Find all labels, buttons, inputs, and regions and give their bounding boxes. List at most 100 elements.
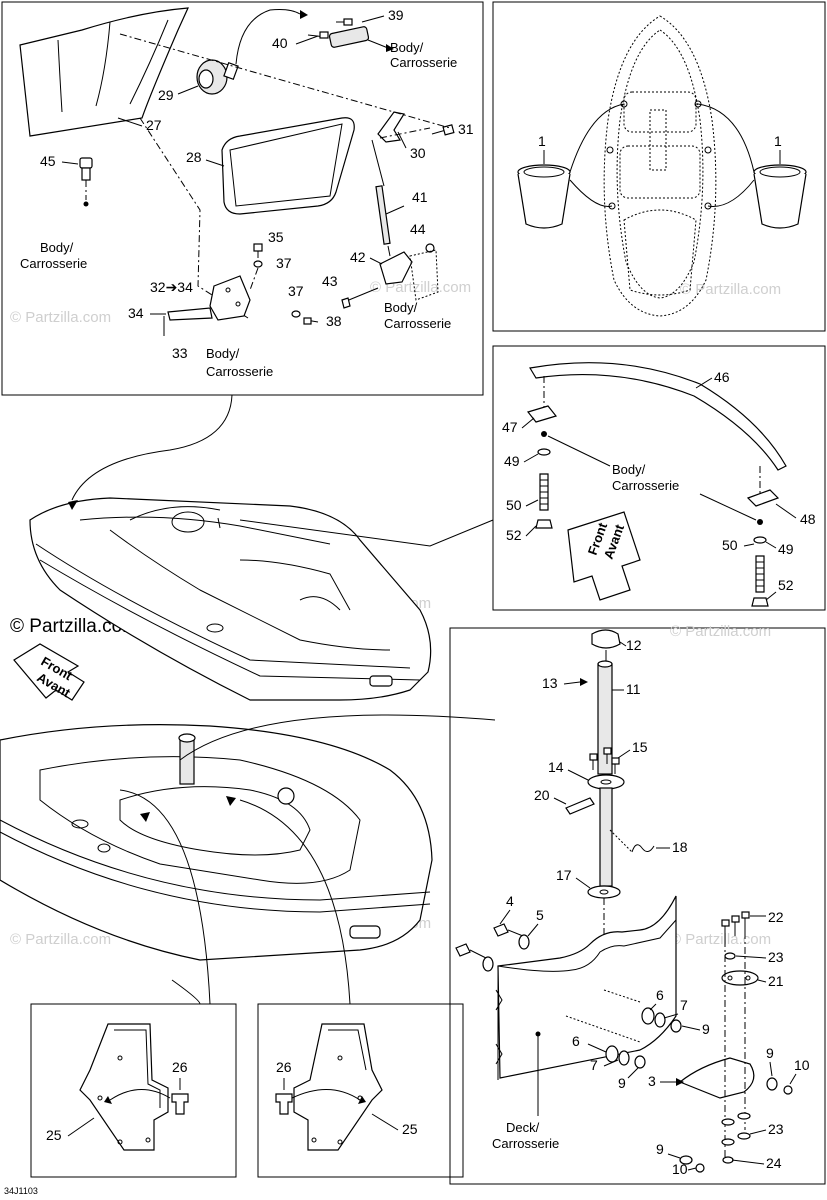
body-label: Body/: [384, 300, 418, 315]
body-label: Body/: [612, 462, 646, 477]
pylon-flange: [587, 774, 625, 790]
front-arrow: [567, 511, 641, 601]
boat-top-view: [603, 15, 717, 317]
callout: 10: [672, 1161, 688, 1177]
drain-housing: [79, 1023, 169, 1151]
callout: 23: [768, 949, 784, 965]
callout: 25: [402, 1121, 418, 1137]
callout: 37: [288, 283, 304, 299]
deck-label: Deck/: [506, 1120, 540, 1135]
callout: 50: [722, 537, 738, 553]
callout: 11: [626, 681, 641, 697]
callout: 14: [548, 759, 564, 775]
body-label: Body/: [390, 40, 424, 55]
pylon-base: [587, 885, 621, 899]
watermark: © Partzilla.com: [670, 931, 771, 948]
panel-ski-pylon: [449, 627, 826, 1185]
body-label: Carrosserie: [384, 316, 451, 331]
rear-deck: [0, 714, 496, 1005]
callout: 24: [766, 1155, 782, 1171]
callout: 31: [458, 121, 474, 137]
screw: [79, 157, 93, 169]
hinge: [209, 275, 251, 321]
drain-plug: [275, 1093, 293, 1115]
callout: 42: [350, 249, 366, 265]
pylon-cap: [591, 629, 621, 649]
callout: 26: [276, 1059, 292, 1075]
body-label: Carrosserie: [206, 364, 273, 379]
callout: 50: [506, 497, 522, 513]
drain-plug-left: 26 25: [46, 1023, 189, 1151]
callout: 6: [572, 1033, 580, 1049]
watermark: © Partzilla.com: [670, 623, 771, 640]
callout: 45: [40, 153, 56, 169]
callout: 12: [626, 637, 642, 653]
drain-housing: [293, 1023, 383, 1151]
watermark-main: © Partzilla.com: [10, 616, 138, 637]
callout: 10: [794, 1057, 810, 1073]
callout: 23: [768, 1121, 784, 1137]
drain-plug: [171, 1093, 189, 1115]
callout: 15: [632, 739, 648, 755]
gasket: [221, 117, 355, 215]
panel-drain-plug-left: [30, 1003, 237, 1178]
deck-label: Carrosserie: [492, 1136, 559, 1151]
latch-plate: [328, 26, 370, 48]
callout: 41: [412, 189, 428, 205]
strut-bracket: [379, 251, 413, 285]
callout: 46: [714, 369, 730, 385]
callout: 1: [538, 133, 546, 149]
deck-section: [497, 895, 677, 1079]
callout: 21: [768, 973, 784, 989]
callout: 25: [46, 1127, 62, 1143]
panel-cup-holders: [492, 1, 826, 332]
pylon-lower-tube: [599, 787, 613, 887]
callout: 33: [172, 345, 188, 361]
callout: 7: [590, 1057, 598, 1073]
callout: 47: [502, 419, 518, 435]
callout: 37: [276, 255, 292, 271]
panel-drain-plug-right: [257, 1003, 464, 1178]
callout: 38: [326, 313, 342, 329]
grab-handle-group: Front Avant 46 47 49 50 52 Body/ Carross…: [502, 362, 816, 607]
callout: 28: [186, 149, 202, 165]
boat-overview: Front Avant: [13, 394, 494, 701]
hinge-bracket: [377, 111, 405, 143]
body-label: Carrosserie: [612, 478, 679, 493]
callout: 17: [556, 867, 572, 883]
callout: 52: [506, 527, 522, 543]
callout: 49: [504, 453, 520, 469]
pylon-tube: [597, 663, 613, 775]
body-label: Body/: [206, 346, 240, 361]
callout: 20: [534, 787, 550, 803]
backing-plate: [721, 970, 759, 986]
grab-handle: [529, 362, 787, 471]
callout: 40: [272, 35, 288, 51]
front-arrow: [13, 643, 85, 701]
callout: 13: [542, 675, 558, 691]
callout: 48: [800, 511, 816, 527]
callout: 18: [672, 839, 688, 855]
callout: 26: [172, 1059, 188, 1075]
callout: 9: [618, 1075, 626, 1091]
storage-lid-group: 27 29 28 39 40 Body/ Carrosserie 31 30 4…: [19, 7, 474, 379]
callout: 43: [322, 273, 338, 289]
panel-storage-lid: [1, 1, 484, 396]
callout: 52: [778, 577, 794, 593]
screw: [253, 243, 263, 252]
body-label: Carrosserie: [390, 55, 457, 70]
deck-surface: [0, 724, 433, 961]
callout: 49: [778, 541, 794, 557]
callout: 4: [506, 893, 514, 909]
cup-holder-group: 1 1: [517, 15, 807, 317]
callout: 5: [536, 907, 544, 923]
callout: 44: [410, 221, 426, 237]
callout: 39: [388, 7, 404, 23]
callout: 7: [680, 997, 688, 1013]
body-label: Body/: [40, 240, 74, 255]
callout: 9: [702, 1021, 710, 1037]
callout: 9: [656, 1141, 664, 1157]
callout: 6: [656, 987, 664, 1003]
pin: [565, 797, 595, 815]
